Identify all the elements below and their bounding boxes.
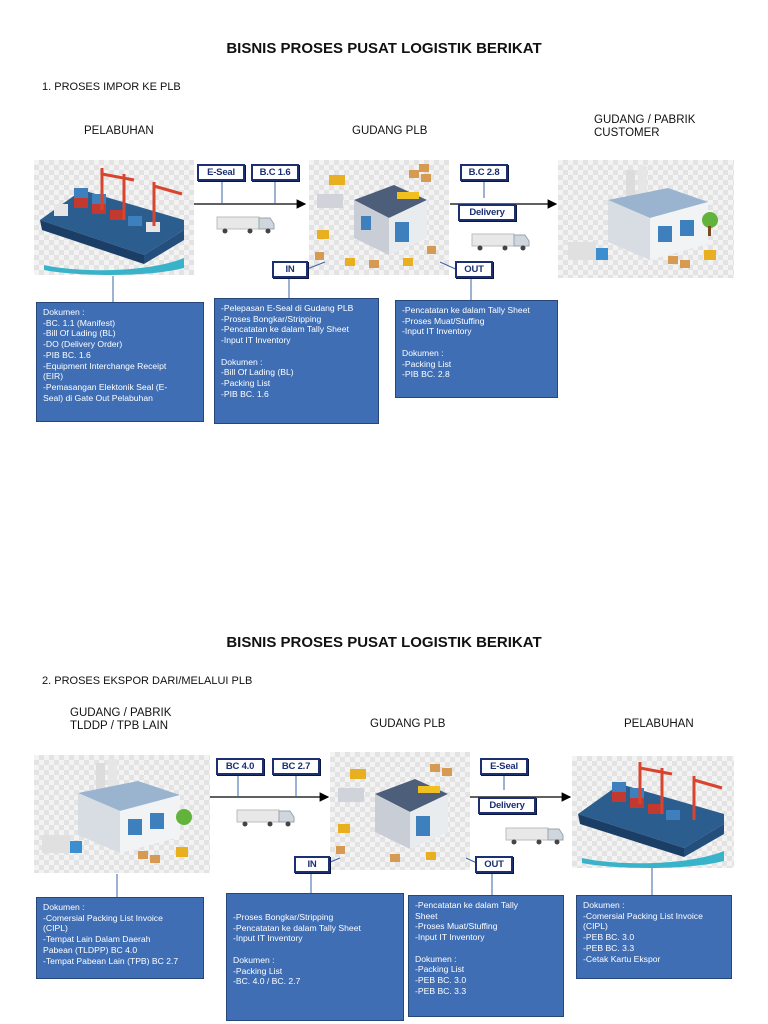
info-box-line: Sheet xyxy=(415,910,438,921)
info-box-line: -Equipment Interchange Receipt xyxy=(43,360,167,371)
info-box-line: -Cetak Kartu Ekspor xyxy=(583,953,661,964)
info-box-out-impor: -Pencatatan ke dalam Tally Sheet-Proses … xyxy=(395,300,558,398)
info-box-line: -Pelepasan E-Seal di Gudang PLB xyxy=(221,303,354,313)
info-box-line: -Pemasangan Elektonik Seal (E- xyxy=(43,381,168,392)
info-box-line: -PEB BC. 3.0 xyxy=(415,974,467,985)
diagram2-section-heading: 2. PROSES EKSPOR DARI/MELALUI PLB xyxy=(42,675,253,687)
node-label-gudang-pabrik: GUDANG / PABRIK CUSTOMER xyxy=(594,114,696,139)
factory-illustration-2 xyxy=(34,755,210,873)
info-box-line: Seal) di Gate Out Pelabuhan xyxy=(43,392,153,403)
info-box-line: (CIPL) xyxy=(583,921,608,932)
info-box-line: -Pencatatan ke dalam Tally Sheet xyxy=(221,324,349,335)
warehouse-illustration xyxy=(309,160,449,275)
tag-out: OUT xyxy=(455,261,493,278)
info-box-line: Dokumen : xyxy=(233,954,275,965)
port-illustration-2 xyxy=(572,756,734,868)
node-label-gudang-pabrik-tlddp: GUDANG / PABRIK TLDDP / TPB LAIN xyxy=(70,707,172,732)
info-box-line: -Tempat Pabean Lain (TPB) BC 2.7 xyxy=(43,955,179,966)
truck-icon xyxy=(236,809,295,827)
truck-icon xyxy=(216,216,275,234)
info-box-line: -BC. 4.0 / BC. 2.7 xyxy=(233,976,301,987)
port-illustration xyxy=(34,160,194,275)
truck-icon xyxy=(471,233,530,251)
info-box-line: (CIPL) xyxy=(43,923,68,934)
info-box-line: -PIB BC. 1.6 xyxy=(43,349,91,360)
info-box-line: Dokumen : xyxy=(415,953,457,964)
diagram2-title: BISNIS PROSES PUSAT LOGISTIK BERIKAT xyxy=(226,634,542,651)
info-box-line: -Input IT Inventory xyxy=(221,335,291,346)
tag-in-2: IN xyxy=(294,856,330,873)
info-box-line: Pabean (TLDPP) BC 4.0 xyxy=(43,944,138,955)
info-box-line: -PIB BC. 1.6 xyxy=(221,388,269,399)
factory-icon xyxy=(42,759,192,863)
tag-in: IN xyxy=(272,261,308,278)
info-box-line: -Proses Bongkar/Stripping xyxy=(233,912,334,922)
info-box-line: -Proses Muat/Stuffing xyxy=(415,921,498,932)
diagram1-section-heading: 1. PROSES IMPOR KE PLB xyxy=(42,81,181,93)
tag-bc-1-6: B.C 1.6 xyxy=(251,164,299,181)
tag-e-seal: E-Seal xyxy=(197,164,245,181)
info-box-pelabuhan-impor: Dokumen :-BC. 1.1 (Manifest)-Bill Of Lad… xyxy=(36,302,204,422)
info-box-line: -Pencatatan ke dalam Tally xyxy=(415,900,519,910)
info-box-line: -BC. 1.1 (Manifest) xyxy=(43,317,116,328)
info-box-line: -Comersial Packing List Invoice xyxy=(583,910,703,921)
truck-icon xyxy=(505,827,564,845)
info-box-line: -Packing List xyxy=(221,377,271,388)
info-box-line: -Bill Of Lading (BL) xyxy=(43,328,116,339)
node-label-gudang-plb-2: GUDANG PLB xyxy=(370,718,446,730)
info-box-line: -Pencatatan ke dalam Tally Sheet xyxy=(402,305,530,315)
warehouse-icon xyxy=(336,764,452,862)
info-box-pelabuhan-ekspor: Dokumen :-Comersial Packing List Invoice… xyxy=(576,895,732,979)
info-box-line: -Comersial Packing List Invoice xyxy=(43,912,163,923)
info-box-line xyxy=(415,943,557,954)
info-box-line: -Pencatatan ke dalam Tally Sheet xyxy=(233,922,361,933)
warehouse-illustration-2 xyxy=(330,752,470,870)
tag-out-2: OUT xyxy=(475,856,513,873)
info-box-line: -Tempat Lain Dalam Daerah xyxy=(43,934,151,945)
info-box-line: Dokumen : xyxy=(43,902,85,912)
info-box-line: -Input IT Inventory xyxy=(233,933,303,944)
info-box-line: -Packing List xyxy=(402,358,452,369)
info-box-line: -PEB BC. 3.3 xyxy=(583,942,635,953)
info-box-line: Dokumen : xyxy=(43,307,85,317)
info-box-line: -DO (Delivery Order) xyxy=(43,339,123,350)
info-box-line: -Proses Muat/Stuffing xyxy=(402,315,485,326)
info-box-line: -Input IT Inventory xyxy=(402,326,472,337)
node-label-pelabuhan: PELABUHAN xyxy=(84,125,154,137)
info-box-in-impor: -Pelepasan E-Seal di Gudang PLB-Proses B… xyxy=(214,298,379,424)
node-label-pelabuhan-2: PELABUHAN xyxy=(624,718,694,730)
info-box-line: -PIB BC. 2.8 xyxy=(402,369,450,380)
info-box-line: -Packing List xyxy=(415,964,465,975)
factory-illustration xyxy=(558,160,734,278)
info-box-line: (EIR) xyxy=(43,371,64,382)
info-box-line: -Bill Of Lading (BL) xyxy=(221,367,294,378)
tag-bc-2-7: BC 2.7 xyxy=(272,758,320,775)
info-box-pabrik-ekspor: Dokumen :-Comersial Packing List Invoice… xyxy=(36,897,204,979)
info-box-line: Dokumen : xyxy=(583,900,625,910)
info-box-line: -Proses Bongkar/Stripping xyxy=(221,313,322,324)
ship-icon xyxy=(578,762,724,868)
info-box-line: -Input IT Inventory xyxy=(415,932,485,943)
info-box-line: Dokumen : xyxy=(221,356,263,367)
info-box-line: Dokumen : xyxy=(402,347,444,358)
tag-delivery: Delivery xyxy=(458,204,516,221)
info-box-line: -PEB BC. 3.0 xyxy=(583,932,635,943)
info-box-in-ekspor: -Proses Bongkar/Stripping-Pencatatan ke … xyxy=(226,893,404,1021)
factory-icon xyxy=(568,166,718,268)
info-box-line: -PEB BC. 3.3 xyxy=(415,985,467,996)
tag-bc-4-0: BC 4.0 xyxy=(216,758,264,775)
tag-bc-2-8: B.C 2.8 xyxy=(460,164,508,181)
warehouse-icon xyxy=(315,164,436,268)
tag-e-seal-2: E-Seal xyxy=(480,758,528,775)
info-box-line xyxy=(233,944,397,955)
diagram1-title: BISNIS PROSES PUSAT LOGISTIK BERIKAT xyxy=(226,40,542,57)
ship-icon xyxy=(40,168,184,275)
node-label-gudang-plb: GUDANG PLB xyxy=(352,125,428,137)
info-box-line: -Packing List xyxy=(233,965,283,976)
tag-delivery-2: Delivery xyxy=(478,797,536,814)
